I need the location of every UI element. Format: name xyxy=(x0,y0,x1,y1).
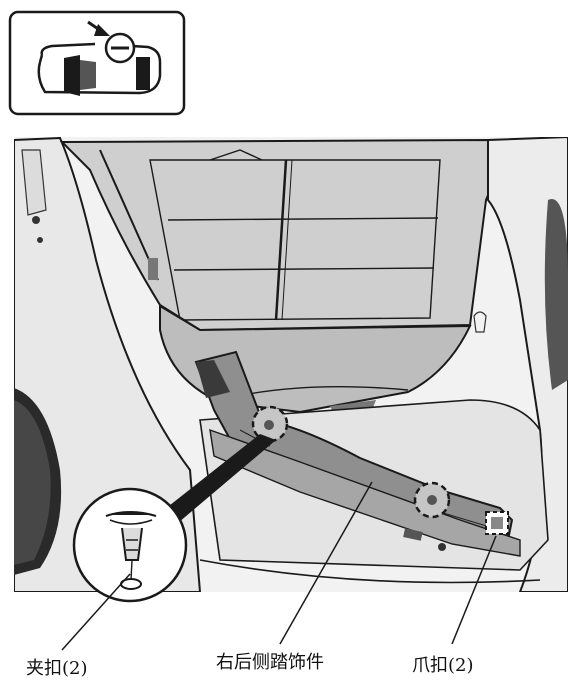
vehicle-locator-icon xyxy=(10,12,184,114)
claw-label: 爪扣(2) xyxy=(412,651,474,677)
clip-label: 夹扣(2) xyxy=(26,654,88,680)
trim-label: 右后侧踏饰件 xyxy=(216,648,324,674)
